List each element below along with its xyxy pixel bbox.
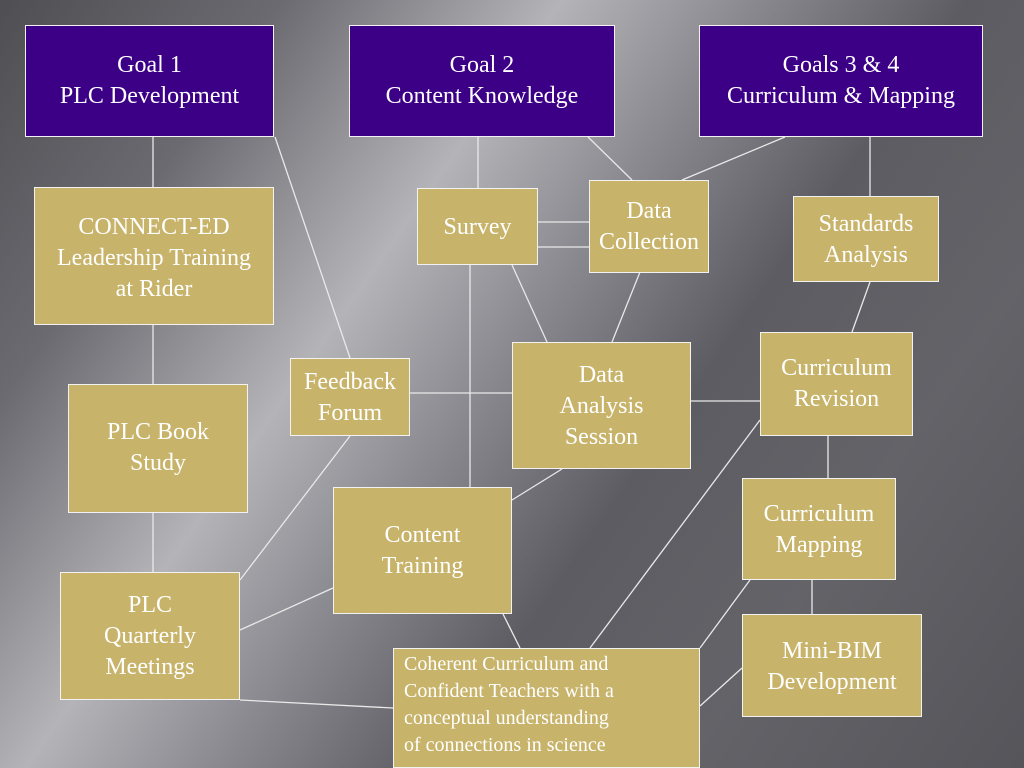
connector-standards-currrevision xyxy=(851,281,871,333)
connector-contenttraining-coherent xyxy=(502,613,521,649)
survey-label: Survey xyxy=(443,214,512,240)
plc-quarterly-meetings-box: PLC Quarterly Meetings xyxy=(60,572,240,700)
connector-currrevision-coherent xyxy=(589,419,761,649)
mini-bim-development-label: Mini-BIM Development xyxy=(767,638,897,695)
mini-bim-development-box: Mini-BIM Development xyxy=(742,614,922,717)
data-collection-label: Data Collection xyxy=(599,198,699,255)
connector-goal34-datacollection xyxy=(681,136,786,181)
feedback-forum-box: Feedback Forum xyxy=(290,358,410,436)
curriculum-revision-box: Curriculum Revision xyxy=(760,332,913,436)
survey-box: Survey xyxy=(417,188,538,265)
feedback-forum-label: Feedback Forum xyxy=(304,369,396,426)
goal-2-label: Goal 2 Content Knowledge xyxy=(385,52,579,109)
content-training-label: Content Training xyxy=(381,522,464,579)
plc-book-study-box: PLC Book Study xyxy=(68,384,248,513)
plc-book-study-label: PLC Book Study xyxy=(106,419,210,476)
connector-currmapping-coherent xyxy=(699,579,751,649)
connector-datacollection-dataanalysis xyxy=(611,271,641,343)
curriculum-mapping-box: Curriculum Mapping xyxy=(742,478,896,580)
data-analysis-session-label: Data Analysis Session xyxy=(559,362,644,450)
connect-ed-training-box: CONNECT-ED Leadership Training at Rider xyxy=(34,187,274,325)
standards-analysis-label: Standards Analysis xyxy=(818,211,914,268)
curriculum-mapping-label: Curriculum Mapping xyxy=(763,501,875,558)
connector-goal2-datacollection xyxy=(587,136,633,181)
goal-1-label: Goal 1 PLC Development xyxy=(59,52,240,109)
connector-plcquarterly-coherent xyxy=(239,699,394,709)
goal-2-box: Goal 2 Content Knowledge xyxy=(349,25,615,137)
connector-feedback-plcquarterly xyxy=(239,435,351,581)
connect-ed-training-label: CONNECT-ED Leadership Training at Rider xyxy=(57,214,251,302)
goal-1-box: Goal 1 PLC Development xyxy=(25,25,274,137)
connector-contenttraining-plcquarterly xyxy=(239,587,334,631)
connector-minibim-coherent xyxy=(699,667,743,707)
coherent-curriculum-outcome-label: Coherent Curriculum and Confident Teache… xyxy=(404,653,614,756)
connector-goal1-feedback xyxy=(274,136,351,359)
connector-dataanalysis-contenttraining xyxy=(511,468,563,501)
goals-3-4-box: Goals 3 & 4 Curriculum & Mapping xyxy=(699,25,983,137)
plc-quarterly-meetings-label: PLC Quarterly Meetings xyxy=(104,592,196,680)
content-training-box: Content Training xyxy=(333,487,512,614)
standards-analysis-box: Standards Analysis xyxy=(793,196,939,282)
connector-survey-dataanalysis xyxy=(511,264,548,343)
data-analysis-session-box: Data Analysis Session xyxy=(512,342,691,469)
data-collection-box: Data Collection xyxy=(589,180,709,273)
coherent-curriculum-outcome-box: Coherent Curriculum and Confident Teache… xyxy=(393,648,700,768)
curriculum-revision-label: Curriculum Revision xyxy=(781,355,892,412)
goals-3-4-label: Goals 3 & 4 Curriculum & Mapping xyxy=(727,52,955,109)
